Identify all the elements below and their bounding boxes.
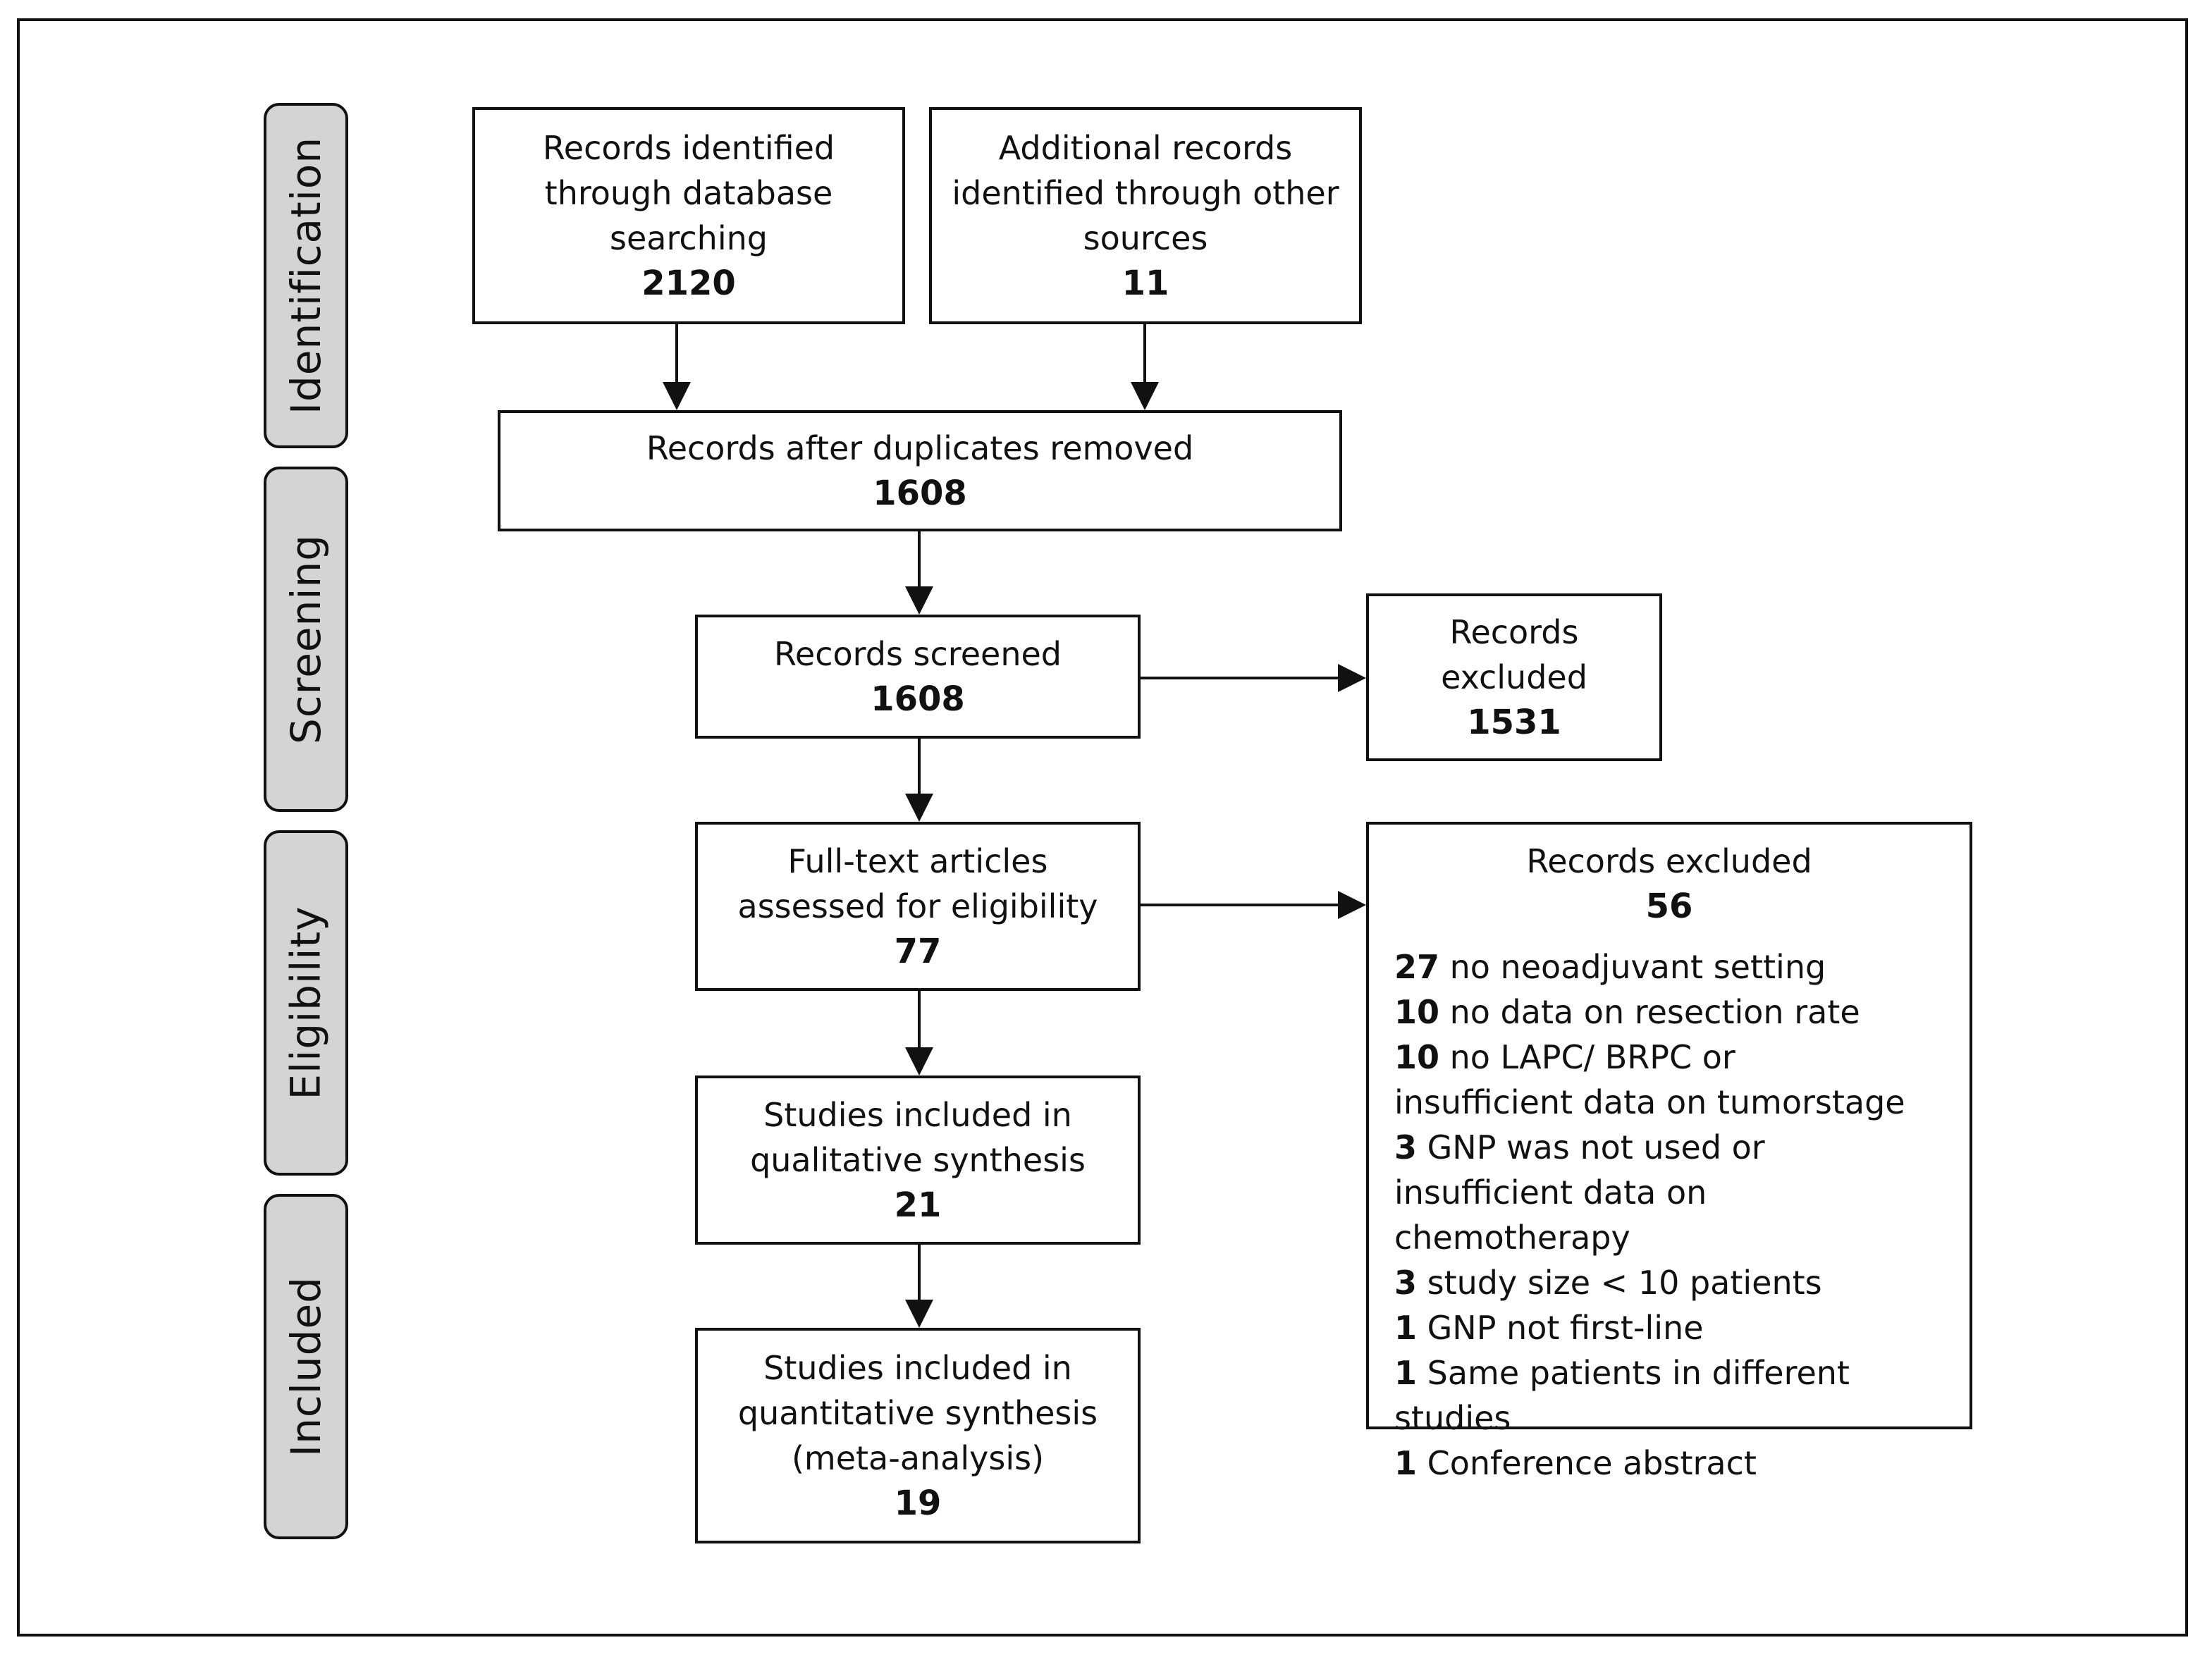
stage-eligibility: Eligibility xyxy=(264,830,348,1176)
box-line: Records screened xyxy=(774,635,1062,673)
box-count: 77 xyxy=(894,932,942,971)
excluded-title: Records excluded xyxy=(1526,842,1812,880)
exclusion-reason: 10 no LAPC/ BRPC or xyxy=(1394,1038,1735,1076)
box-line: Studies included in xyxy=(763,1349,1072,1387)
box-count: 1608 xyxy=(873,474,967,513)
exclusion-reason: 1 GNP not first-line xyxy=(1394,1309,1704,1347)
box-line: Records after duplicates removed xyxy=(646,429,1194,467)
box-database-records: Records identified through database sear… xyxy=(472,107,905,324)
exclusion-reason: 10 no data on resection rate xyxy=(1394,993,1860,1031)
box-line: Records identified xyxy=(542,129,835,167)
box-records-excluded-eligibility: Records excluded 56 27 no neoadjuvant se… xyxy=(1366,822,1972,1482)
box-line: quantitative synthesis xyxy=(737,1394,1098,1432)
box-line: identified through other xyxy=(952,174,1339,212)
figure-frame xyxy=(17,18,2188,1637)
box-qualitative-synthesis: Studies included in qualitative synthesi… xyxy=(695,1076,1141,1245)
box-records-excluded-screening: Records excluded 1531 xyxy=(1366,593,1662,761)
box-count: 2120 xyxy=(641,264,736,303)
box-full-text-assessed: Full-text articles assessed for eligibil… xyxy=(695,822,1141,991)
box-count: 21 xyxy=(894,1185,942,1225)
stage-included: Included xyxy=(264,1194,348,1539)
box-count: 11 xyxy=(1122,264,1169,303)
box-line: excluded xyxy=(1441,658,1587,696)
exclusion-reason: 3 GNP was not used or xyxy=(1394,1128,1765,1166)
box-other-sources: Additional records identified through ot… xyxy=(929,107,1362,324)
exclusion-reason: 27 no neoadjuvant setting xyxy=(1394,948,1826,986)
exclusion-reason: insufficient data on tumorstage xyxy=(1394,1083,1905,1121)
box-line: Studies included in xyxy=(763,1096,1072,1134)
box-line: through database xyxy=(544,174,833,212)
stage-screening: Screening xyxy=(264,467,348,812)
exclusion-reason: 1 Conference abstract xyxy=(1394,1444,1757,1482)
exclusion-reason: 3 study size < 10 patients xyxy=(1394,1264,1822,1302)
box-duplicates-removed: Records after duplicates removed 1608 xyxy=(498,410,1342,531)
box-count: 1531 xyxy=(1467,703,1561,742)
box-line: searching xyxy=(610,219,768,257)
exclusion-reason: 1 Same patients in different studies xyxy=(1394,1354,1850,1437)
box-line: Full-text articles xyxy=(787,842,1048,880)
stage-identification: Identification xyxy=(264,103,348,448)
box-line: Additional records xyxy=(998,129,1293,167)
box-quantitative-synthesis: Studies included in quantitative synthes… xyxy=(695,1328,1141,1543)
exclusion-reason: insufficient data on chemotherapy xyxy=(1394,1173,1707,1257)
box-count: 19 xyxy=(894,1484,942,1523)
box-records-screened: Records screened 1608 xyxy=(695,615,1141,739)
box-line: Records xyxy=(1449,613,1579,651)
box-line: qualitative synthesis xyxy=(750,1141,1086,1179)
box-line: sources xyxy=(1083,219,1208,257)
box-count: 1608 xyxy=(871,679,965,719)
box-line: assessed for eligibility xyxy=(737,887,1098,925)
excluded-count: 56 xyxy=(1645,887,1693,926)
box-line: (meta-analysis) xyxy=(791,1439,1045,1477)
